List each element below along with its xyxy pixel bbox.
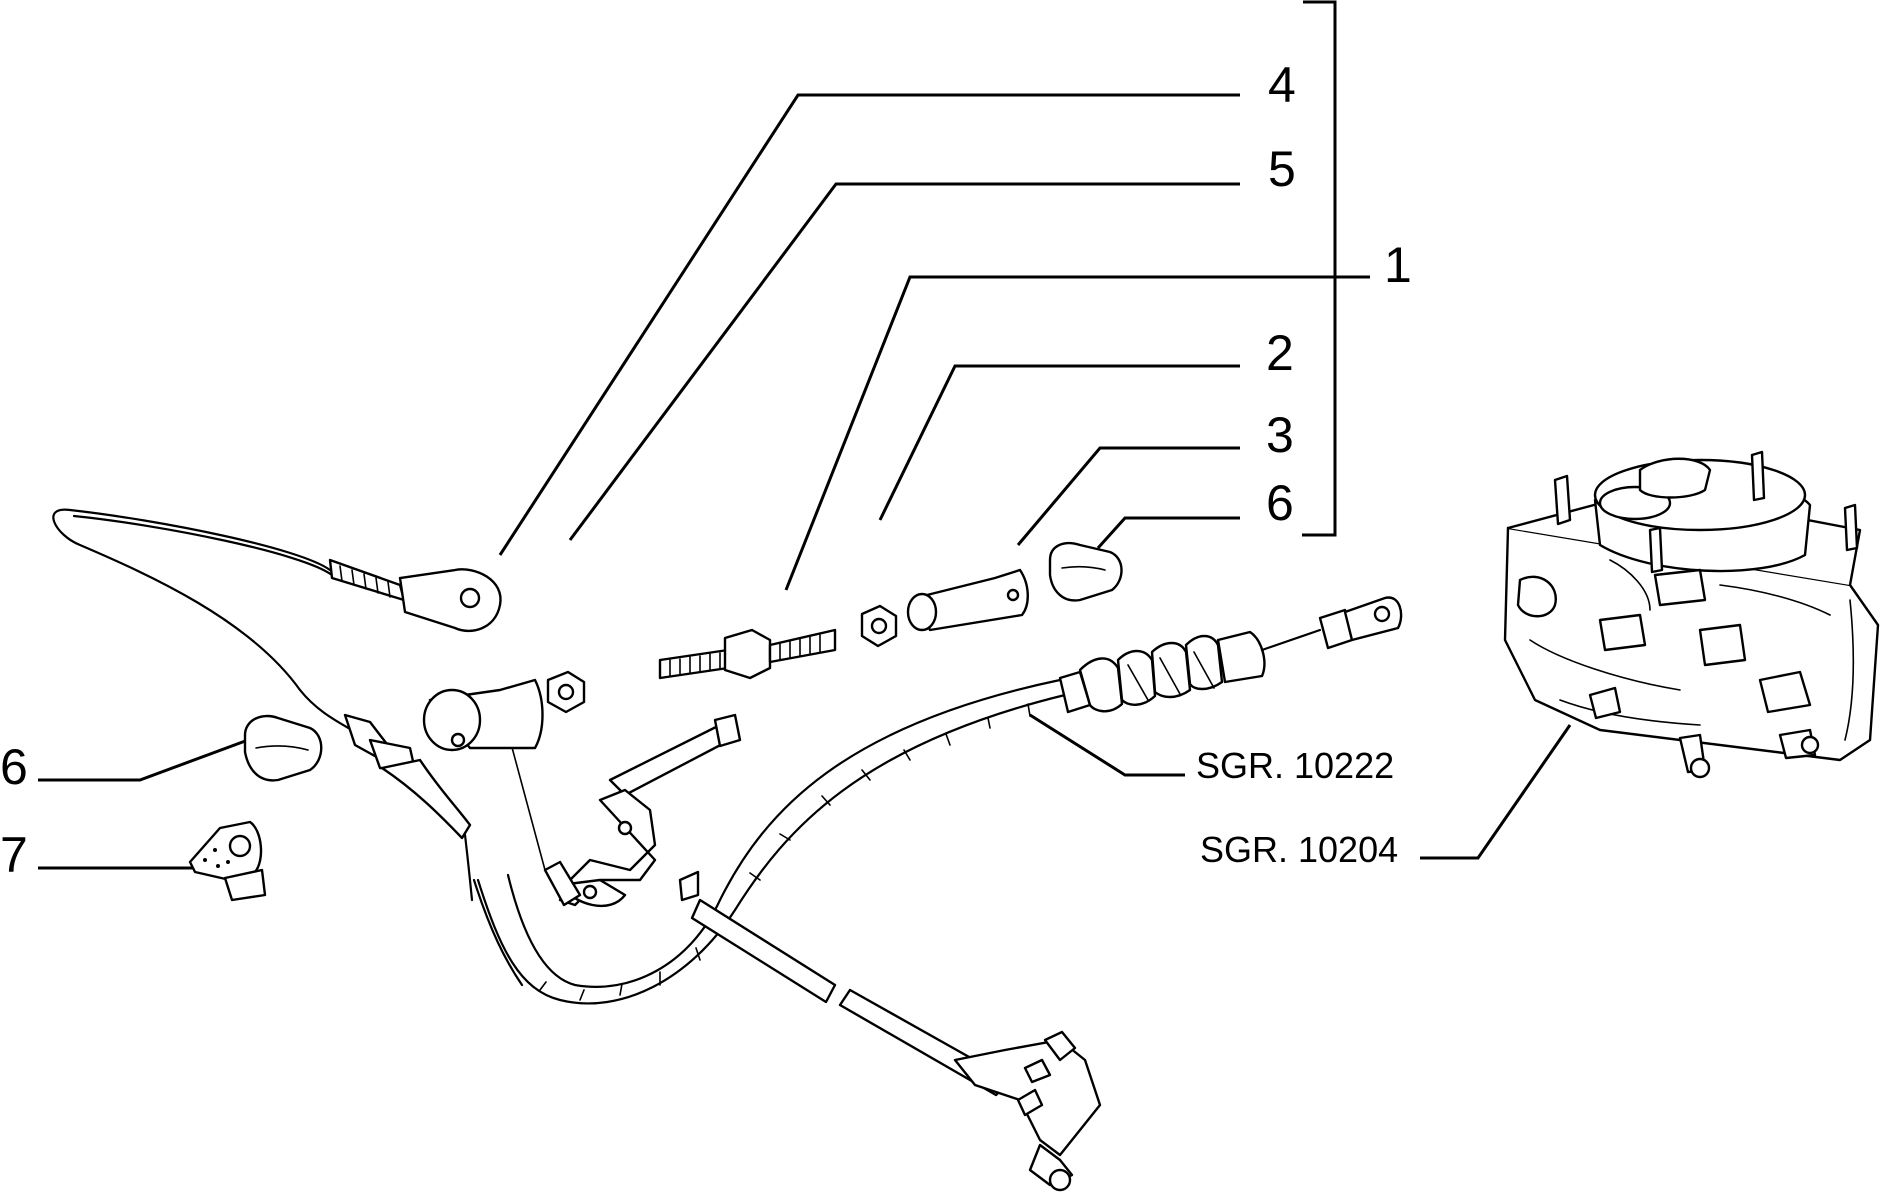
- part-2-nut: [860, 604, 898, 648]
- callout-2: 2: [1266, 325, 1294, 381]
- callout-7: 7: [0, 827, 28, 883]
- reference-labels: SGR. 10222 SGR. 10204: [1196, 745, 1398, 870]
- thin-throttle-cable: [52, 508, 524, 987]
- leader-1: [784, 275, 1370, 591]
- leader-lines: [38, 93, 1572, 870]
- leader-6-left: [38, 738, 249, 782]
- leader-3: [1016, 446, 1240, 546]
- callout-5: 5: [1268, 141, 1296, 197]
- leader-sgr-10222: [1029, 713, 1185, 777]
- callout-4: 4: [1268, 57, 1296, 113]
- callout-6-left: 6: [0, 739, 28, 795]
- sheathed-cable: [476, 596, 1403, 1005]
- callout-3: 3: [1266, 407, 1294, 463]
- part-1-threaded-adjuster: [658, 628, 837, 680]
- callout-1: 1: [1384, 237, 1412, 293]
- leader-4: [498, 93, 1240, 556]
- leader-sgr-10204: [1420, 724, 1572, 860]
- part-6-clip-left: [243, 714, 323, 782]
- part-4-barrel-connector: [422, 678, 544, 752]
- leader-5: [568, 182, 1240, 541]
- guide-bracket: [509, 713, 742, 908]
- carburetor-assembly: [1503, 450, 1880, 779]
- leader-2: [878, 364, 1240, 521]
- group-bracket: [1302, 0, 1337, 537]
- ref-label-carburetor: SGR. 10204: [1200, 829, 1398, 870]
- part-3-connector-sleeve: [906, 568, 1029, 632]
- part-7-grommet: [188, 820, 267, 902]
- cable-eyelet: [459, 587, 481, 609]
- leader-6-right: [1096, 516, 1240, 550]
- callout-numbers: 4 5 1 2 3 6 6 7: [0, 57, 1412, 883]
- cable-end-eyelet: [1373, 605, 1391, 623]
- ref-label-cable: SGR. 10222: [1196, 745, 1394, 786]
- part-6-clip-right: [1048, 541, 1123, 602]
- pedal-rod: [678, 870, 1102, 1192]
- callout-6-right: 6: [1266, 475, 1294, 531]
- part-5-nut: [546, 670, 586, 714]
